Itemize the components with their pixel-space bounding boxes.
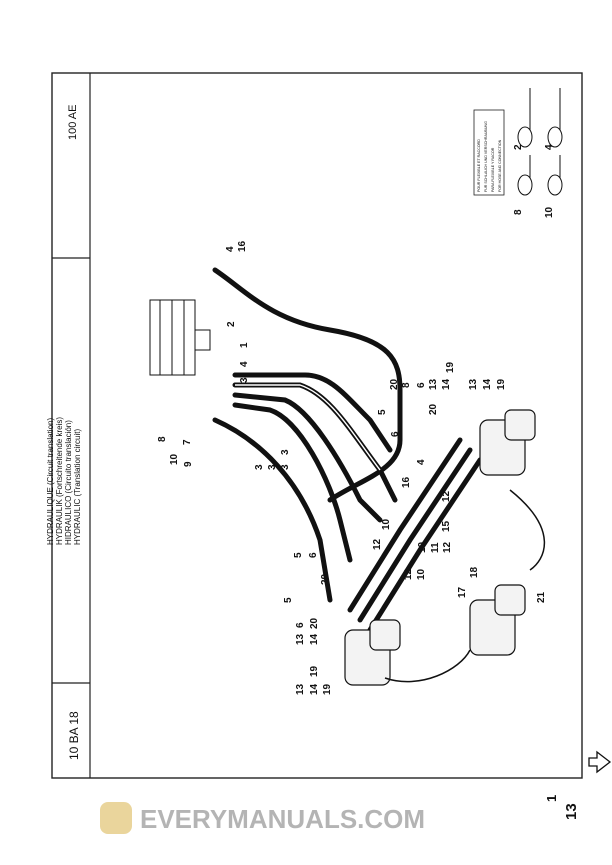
relation-arrow	[509, 489, 546, 571]
callout-number: 8	[401, 382, 412, 388]
callout-number: 14	[482, 378, 493, 390]
callout-number: 21	[536, 591, 547, 603]
callout-number: 3	[267, 464, 278, 470]
control-valve	[149, 299, 211, 376]
model-label: 100 AE	[67, 105, 79, 140]
travel-motor	[344, 409, 536, 686]
callout-number: 12	[403, 568, 414, 580]
callout-number: 9	[183, 461, 194, 467]
page-number-minor: 13	[563, 803, 580, 820]
note-line: POUR FLEXIBLE ET RACCORD	[477, 139, 481, 192]
callout-number: 12	[372, 538, 383, 550]
callout-number: 8	[157, 436, 168, 442]
note-line: FOR HOSE AND CONNECTION	[498, 139, 502, 192]
torque-note: POUR FLEXIBLE ET RACCORD FUR SCHLAUCH UN…	[473, 88, 563, 218]
watermark-text: EVERYMANUALS.COM	[140, 804, 425, 834]
callout-number: 20	[428, 403, 439, 415]
callout-number: 11	[430, 542, 441, 553]
fitting-detail	[517, 88, 563, 196]
callout-number: 4	[416, 459, 427, 465]
callout-number: 17	[457, 586, 468, 598]
callout-number: 13	[295, 683, 306, 695]
detail-label: 10	[544, 206, 555, 218]
note-line: PARA FLEXIBLE Y RACOR	[491, 147, 495, 192]
callout-number: 4	[225, 246, 236, 252]
callout-number: 15	[441, 520, 452, 532]
hydraulic-hoses	[212, 267, 483, 633]
title-line-de: HYDRAULIK (Fortschreitende kreis)	[55, 417, 64, 545]
detail-label: 8	[513, 209, 524, 215]
callout-number: 12	[442, 541, 453, 553]
callout-number: 5	[293, 552, 304, 558]
title-line-fr: HYDRAULIQUE (Circuit translation)	[46, 418, 55, 545]
callout-number: 20	[389, 378, 400, 390]
callout-number: 16	[401, 476, 412, 488]
arrow-right-icon[interactable]	[588, 750, 612, 774]
callout-number: 6	[308, 552, 319, 558]
callout-number: 19	[496, 378, 507, 390]
relation-arrow	[384, 649, 471, 683]
note-line: FUR SCHLAUCH UND VERSCHRAUBUNG	[484, 121, 488, 192]
title-line-en: HYDRAULIC (Translation circuit)	[73, 428, 82, 545]
callout-number: 18	[469, 566, 480, 578]
detail-label: 4	[544, 144, 555, 150]
callout-number: 4	[239, 361, 250, 367]
callout-number: 19	[309, 665, 320, 677]
page-frame	[51, 72, 583, 779]
watermark: EVERYMANUALS.COM	[100, 802, 425, 834]
callout-number: 19	[322, 683, 333, 695]
callout-number: 10	[416, 568, 427, 580]
callout-number: 6	[390, 431, 401, 437]
title-block: HYDRAULIQUE (Circuit translation) HYDRAU…	[46, 417, 82, 545]
callout-number: 3	[280, 464, 291, 470]
callout-number: 2	[226, 321, 237, 327]
callout-number: 6	[416, 382, 427, 388]
callout-number: 19	[445, 361, 456, 373]
callout-number: 13	[295, 633, 306, 645]
callout-number: 13	[428, 378, 439, 390]
callout-number: 3	[280, 449, 291, 455]
callout-number: 20	[309, 617, 320, 629]
callout-number: 10	[381, 518, 392, 530]
callout-number: 3	[239, 377, 250, 383]
callout-number: 14	[441, 378, 452, 390]
section-code: 10 BA 18	[67, 711, 81, 760]
callout-number: 13	[468, 378, 479, 390]
callout-number: 1	[239, 342, 250, 348]
callout-number: 14	[309, 683, 320, 695]
callout-number: 6	[295, 622, 306, 628]
callout-number: 10	[417, 541, 428, 553]
callout-number: 16	[237, 240, 248, 252]
callout-number: 5	[377, 409, 388, 415]
callout-number: 3	[254, 464, 265, 470]
callout-number: 5	[283, 597, 294, 603]
callout-number: 20	[320, 573, 331, 585]
detail-label: 2	[513, 144, 524, 150]
title-line-es: HIDRAULICO (Circuito translación)	[64, 420, 73, 545]
watermark-logo-icon	[100, 802, 132, 834]
callout-number: 7	[182, 439, 193, 445]
page-number-major: 1	[544, 795, 559, 802]
callout-number: 12	[441, 490, 452, 502]
callout-number: 14	[309, 633, 320, 645]
callout-number: 10	[169, 453, 180, 465]
